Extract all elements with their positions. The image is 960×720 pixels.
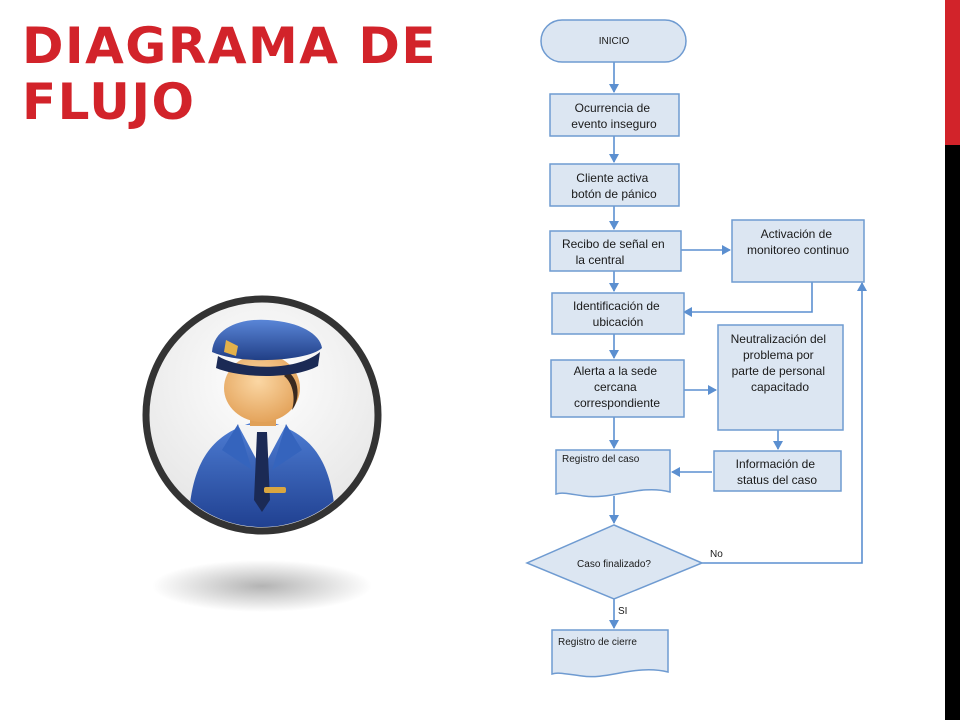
flow-status-line1: Información de	[736, 457, 816, 471]
svg-text:Recibo de señal en la cent: Recibo de señal en la central	[562, 237, 668, 267]
svg-text:Alerta a la sede cercana: Alerta a la sede cercana correspondiente	[574, 364, 661, 410]
flow-neutralization	[717, 324, 844, 431]
flow-step-panic-line2: botón de pánico	[571, 187, 657, 201]
flow-neutralization-line4: capacitado	[751, 380, 809, 394]
flow-step-panic	[549, 163, 680, 207]
slide-title-line1: DIAGRAMA DE	[22, 17, 438, 75]
flow-step-location	[551, 292, 685, 335]
accent-bar-black	[945, 145, 960, 720]
flow-neutralization-line1: Neutralización del	[731, 332, 826, 346]
svg-text:Activación de monitoreo co: Activación de monitoreo continuo	[747, 227, 849, 257]
flow-step-location-line1: Identificación de	[573, 299, 660, 313]
flow-status-line2: status del caso	[737, 473, 817, 487]
flow-step-event-line1: Ocurrencia de	[575, 101, 651, 115]
flow-step-alert	[550, 359, 685, 418]
svg-text:Neutralización del problem: Neutralización del problema por parte de…	[731, 332, 830, 394]
flow-status	[713, 450, 842, 492]
flow-step-location-line2: ubicación	[593, 315, 644, 329]
svg-text:Cliente activa botón de pá: Cliente activa botón de pánico	[571, 171, 657, 201]
flow-step-signal-line2: la central	[576, 253, 625, 267]
flow-step-alert-line2: cercana	[594, 380, 637, 394]
flow-yes-label: SI	[618, 606, 627, 617]
svg-text:Información de status del: Información de status del caso	[736, 457, 819, 487]
flow-record-document	[555, 449, 671, 498]
svg-text:Identificación de ubicació: Identificación de ubicación	[573, 299, 663, 329]
slide-title-line2: FLUJO	[22, 73, 196, 131]
flow-monitoring	[731, 219, 865, 283]
flow-neutralization-line2: problema por	[743, 348, 814, 362]
flow-monitoring-line2: monitoreo continuo	[747, 243, 849, 257]
flow-step-signal-line1: Recibo de señal en	[562, 237, 665, 251]
flow-step-signal	[549, 230, 682, 272]
flow-no-label: No	[710, 549, 723, 560]
accent-bar-red	[945, 0, 960, 145]
slide-title: DIAGRAMA DE FLUJO	[22, 18, 437, 130]
flow-step-alert-line1: Alerta a la sede	[574, 364, 658, 378]
flow-neutralization-line3: parte de personal	[732, 364, 825, 378]
flow-decision-label: Caso finalizado?	[577, 559, 651, 570]
flow-step-event-line2: evento inseguro	[571, 117, 657, 131]
flow-start	[540, 19, 687, 63]
flow-step-panic-line1: Cliente activa	[576, 171, 648, 185]
svg-text:Ocurrencia de evento inseg: Ocurrencia de evento inseguro	[571, 101, 657, 131]
flow-step-event	[549, 93, 680, 137]
flow-monitoring-line1: Activación de	[761, 227, 833, 241]
flow-step-alert-line3: correspondiente	[574, 396, 660, 410]
flow-close-document	[551, 629, 669, 678]
flow-start-label: INICIO	[599, 36, 630, 47]
flow-decision	[525, 524, 704, 600]
flow-record-label: Registro del caso	[562, 454, 640, 465]
flow-close-label: Registro de cierre	[558, 637, 637, 648]
avatar-shadow	[152, 560, 372, 612]
